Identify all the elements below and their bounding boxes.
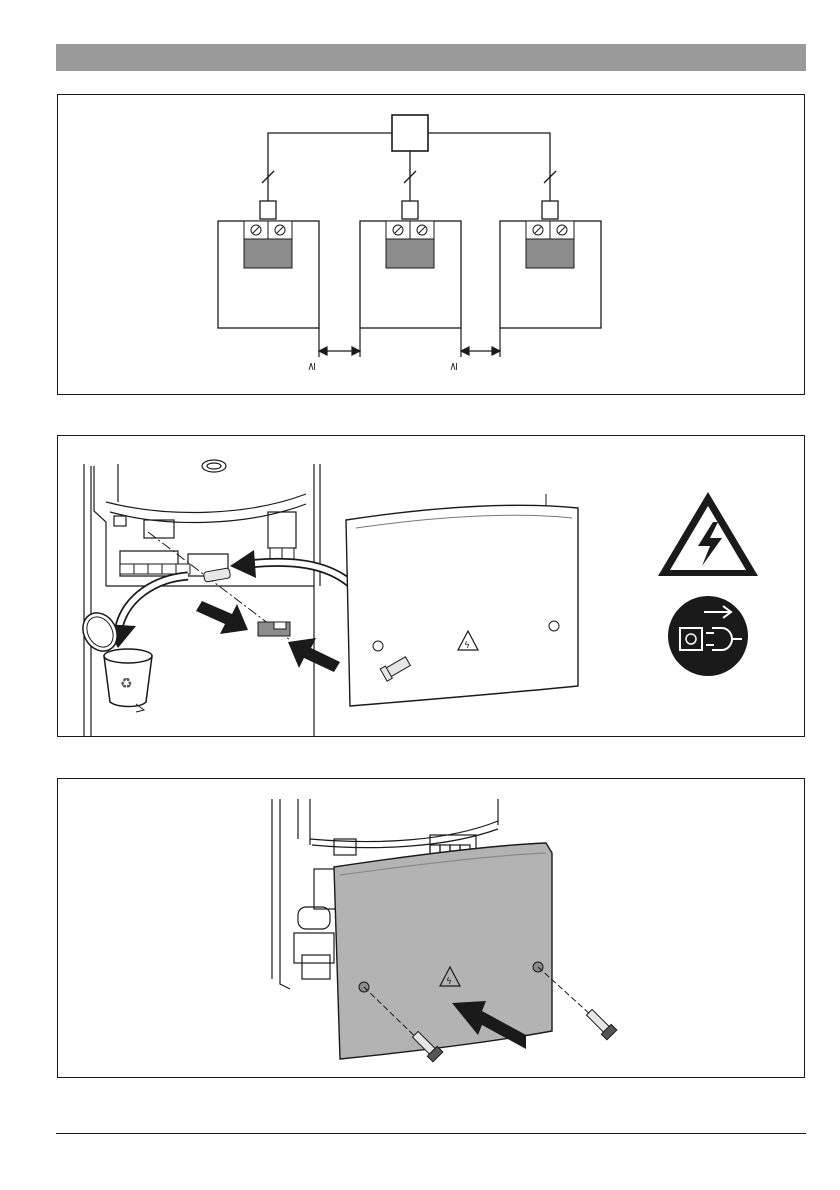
header-bar [56, 44, 806, 71]
terminal-block-2 [386, 221, 434, 268]
junction-box [392, 115, 428, 151]
terminal-block-3 [526, 221, 574, 268]
arrow-head-to-device [230, 550, 256, 578]
jumper-part [203, 568, 230, 582]
svg-text:♻: ♻ [120, 676, 133, 692]
recycle-bin-icon: ♻ [76, 607, 152, 712]
connector-part [258, 622, 290, 636]
attach-cover-figure: ϟ [57, 778, 805, 1078]
spacing-symbol-right: ≥ [447, 362, 460, 371]
remove-cover-illustration: ♻ ϟ [58, 436, 806, 738]
wiring-diagram-figure: ≥ ≥ [57, 94, 805, 395]
remove-cover-figure: ♻ ϟ [57, 435, 805, 737]
danger-voltage-icon [658, 492, 758, 576]
attach-cover-illustration: ϟ [58, 779, 806, 1079]
footer-rule [56, 1133, 806, 1134]
spacing-symbol-left: ≥ [305, 362, 318, 371]
svg-text:ϟ: ϟ [464, 641, 470, 651]
bus-line-left [268, 133, 392, 201]
front-cover: ϟ [346, 494, 578, 706]
disconnect-mains-icon [668, 596, 748, 676]
bus-line-right [428, 133, 550, 201]
svg-text:ϟ: ϟ [446, 977, 452, 987]
front-cover: ϟ [334, 843, 552, 1059]
wiring-diagram: ≥ ≥ [58, 95, 806, 396]
screw-icon [584, 1007, 617, 1040]
terminal-block-1 [244, 221, 292, 268]
pull-arrow [196, 601, 248, 634]
